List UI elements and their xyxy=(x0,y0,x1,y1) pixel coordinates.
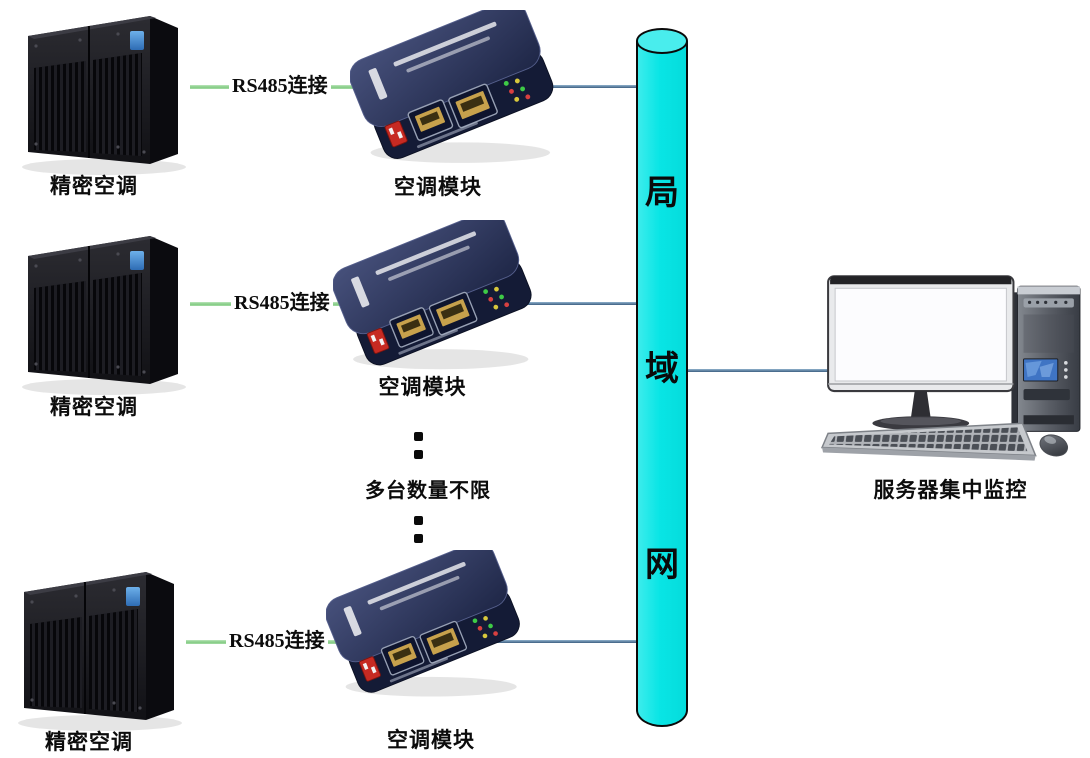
lan-to-pc-line xyxy=(688,369,834,372)
lan-pipe-top-ellipse xyxy=(636,28,688,54)
ac-module-icon-2 xyxy=(333,220,543,376)
ac-module-icon-3 xyxy=(326,550,531,704)
lan-pipe-char-middle: 域 xyxy=(645,350,679,388)
lan-link-line-1 xyxy=(490,85,640,88)
ac-unit-label-2: 精密空调 xyxy=(50,396,138,419)
server-pc-icon xyxy=(816,262,1088,504)
rs485-link-label-1: RS485连接 xyxy=(229,75,331,97)
ac-module-icon-1 xyxy=(350,10,565,170)
lan-pipe-char-bottom: 网 xyxy=(645,546,679,584)
ellipsis-dot xyxy=(414,450,423,459)
ac-unit-label-1: 精密空调 xyxy=(50,175,138,198)
ellipsis-dot xyxy=(414,516,423,525)
precision-ac-icon-2 xyxy=(14,224,194,396)
ac-unit-label-3: 精密空调 xyxy=(45,731,133,754)
ellipsis-dot xyxy=(414,432,423,441)
ac-module-label-3: 空调模块 xyxy=(387,729,475,752)
ac-module-label-1: 空调模块 xyxy=(394,176,482,199)
pc-label: 服务器集中监控 xyxy=(873,479,1028,502)
rs485-link-label-2: RS485连接 xyxy=(231,292,333,314)
lan-link-line-3 xyxy=(476,640,640,643)
precision-ac-icon-3 xyxy=(10,560,190,732)
rs485-link-label-3: RS485连接 xyxy=(226,630,328,652)
lan-link-line-2 xyxy=(496,302,640,305)
lan-pipe xyxy=(636,41,688,727)
ac-module-label-2: 空调模块 xyxy=(378,376,467,399)
ellipsis-dot xyxy=(414,534,423,543)
precision-ac-icon-1 xyxy=(14,4,194,176)
ellipsis-note: 多台数量不限 xyxy=(365,480,491,502)
lan-pipe-char-top: 局 xyxy=(645,174,679,212)
